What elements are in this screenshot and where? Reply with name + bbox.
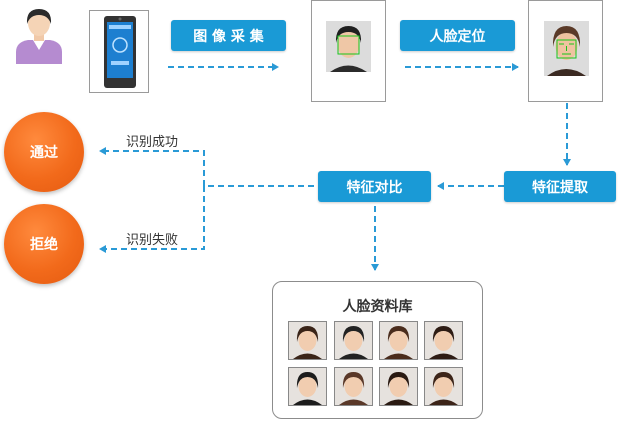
face-database-photo [288, 367, 327, 406]
image-capture-step: 图 像 采 集 [171, 20, 286, 51]
face-database-photo [424, 367, 463, 406]
person-icon [16, 9, 62, 64]
face-database-title: 人脸资料库 [342, 299, 413, 315]
recognition-success-label: 识别成功 [126, 135, 179, 150]
face-locate-step: 人脸定位 [400, 20, 515, 51]
face-database-photo [288, 321, 327, 360]
face-database-photo [379, 367, 418, 406]
feature-compare-label: 特征对比 [346, 179, 403, 196]
pass-label: 通过 [30, 145, 58, 161]
arrow-branch-to-pass [99, 147, 205, 186]
face-database-photo [379, 321, 418, 360]
located-face-photo [544, 21, 589, 76]
face-database-photo [334, 367, 373, 406]
captured-face-frame [311, 0, 386, 102]
pass-result-circle: 通过 [4, 112, 84, 192]
located-face-frame [528, 0, 603, 102]
feature-compare-step: 特征对比 [318, 171, 431, 202]
feature-extract-label: 特征提取 [532, 179, 588, 196]
face-database-photo [424, 321, 463, 360]
face-database-photo [334, 321, 373, 360]
recognition-fail-label: 识别失败 [126, 233, 179, 248]
reject-result-circle: 拒绝 [4, 204, 84, 284]
captured-face-photo [326, 21, 371, 72]
camera-terminal-frame [89, 10, 149, 93]
feature-extract-step: 特征提取 [504, 171, 616, 202]
reject-label: 拒绝 [30, 237, 58, 253]
face-locate-label: 人脸定位 [429, 28, 486, 45]
arrow-branch-to-reject [99, 186, 205, 253]
face-terminal-device-icon [104, 16, 136, 88]
image-capture-label: 图 像 采 集 [193, 28, 264, 45]
